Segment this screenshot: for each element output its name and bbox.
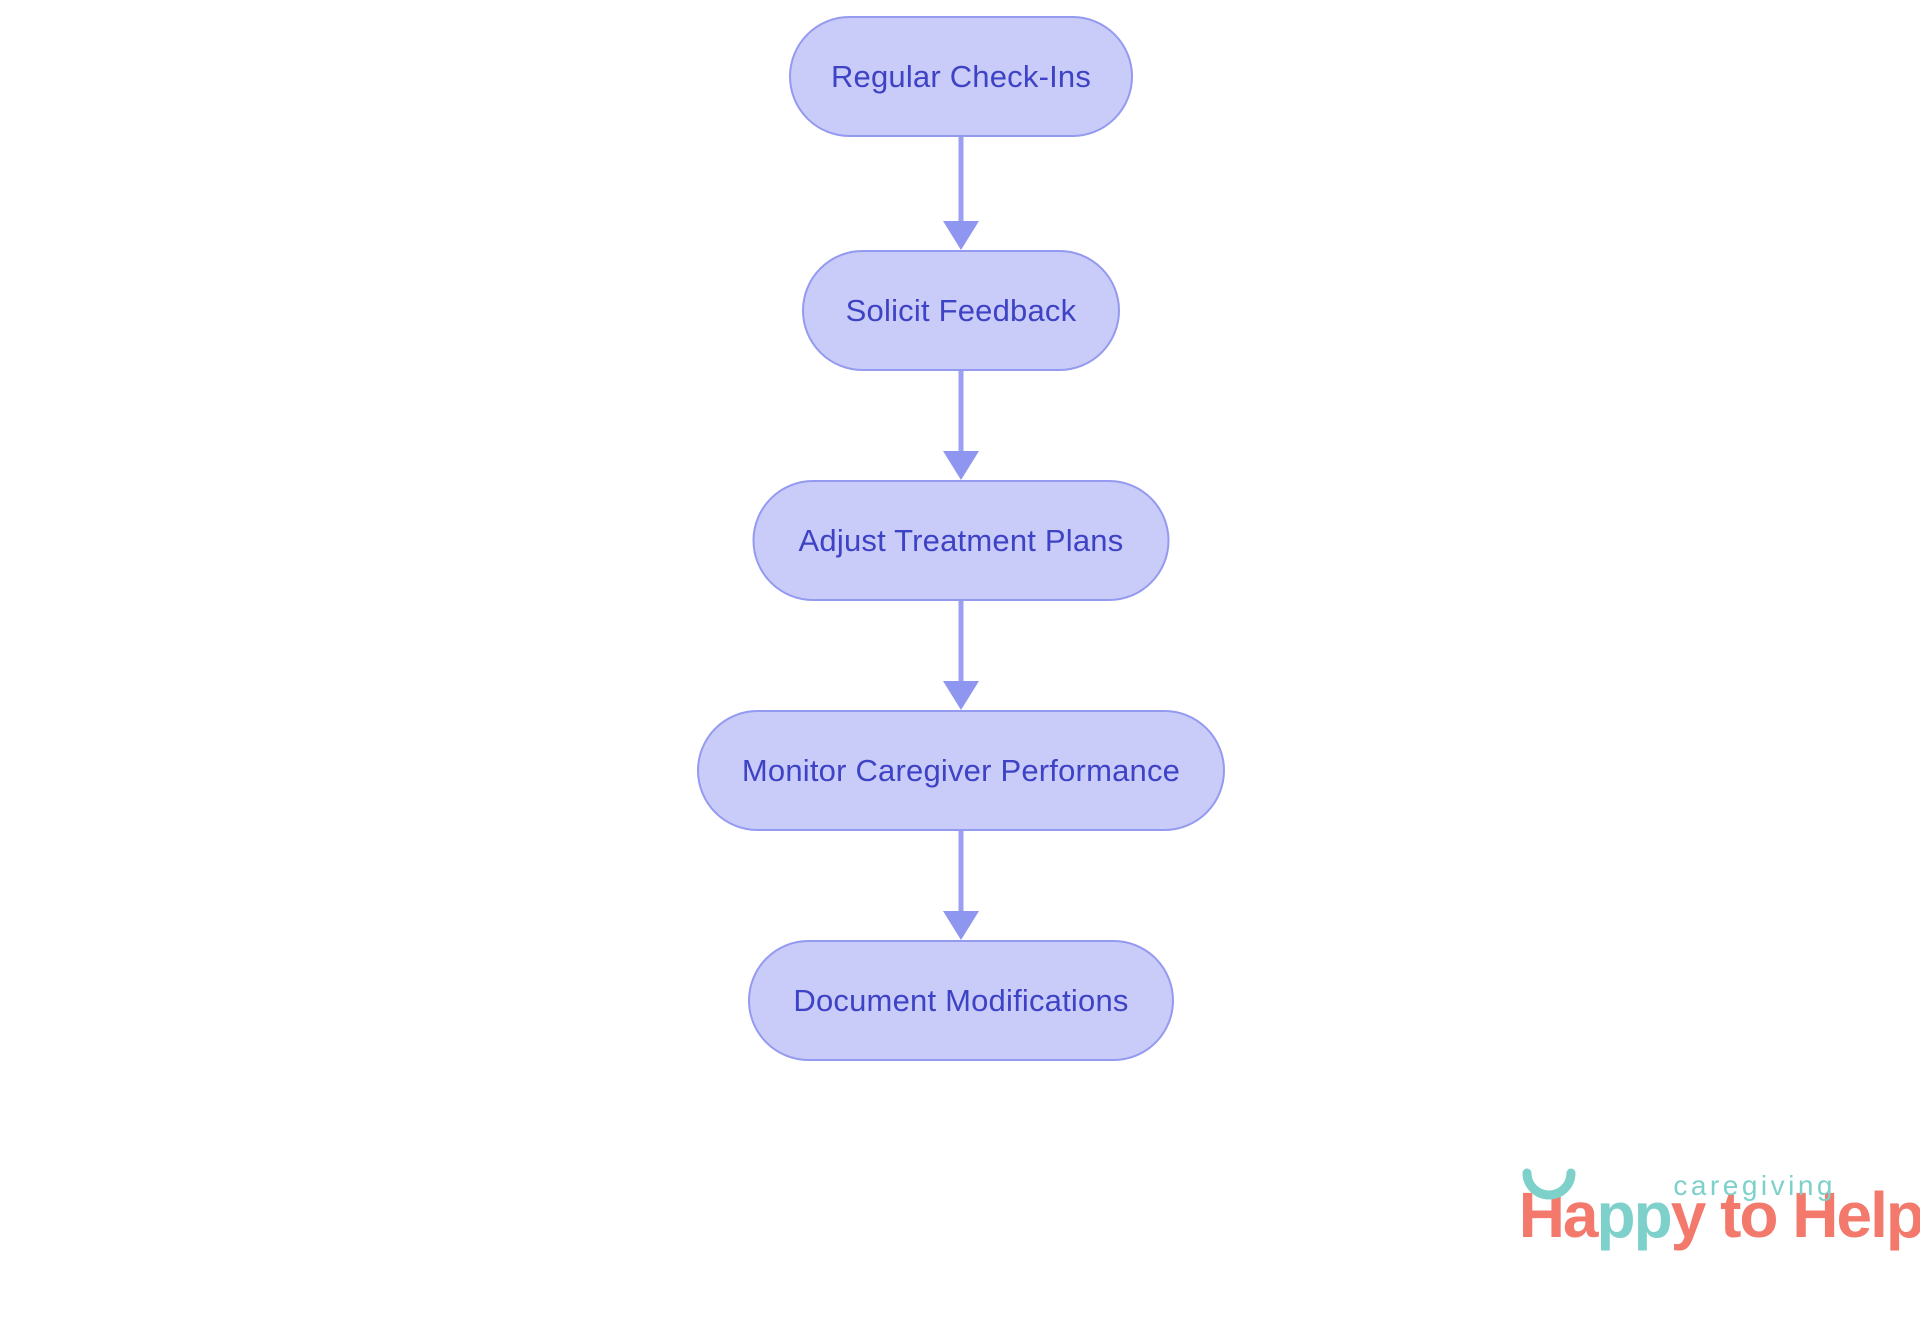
flow-arrow (943, 601, 979, 710)
flow-node-adjust-treatment-plans: Adjust Treatment Plans (752, 480, 1170, 601)
flow-arrow (943, 371, 979, 480)
arrow-shaft (958, 831, 964, 916)
arrow-head-icon (943, 451, 979, 480)
logo-tagline: caregiving (1673, 1170, 1836, 1201)
flow-node-document-modifications: Document Modifications (748, 940, 1174, 1061)
arrow-head-icon (943, 221, 979, 250)
logo-word-part: pp (1596, 1179, 1673, 1251)
flow-arrow (943, 831, 979, 940)
flow-node-monitor-caregiver-performance: Monitor Caregiver Performance (697, 710, 1225, 831)
arrow-head-icon (943, 681, 979, 710)
flow-arrow (943, 137, 979, 250)
smile-icon (1522, 1168, 1576, 1200)
arrow-shaft (958, 601, 964, 686)
brand-logo: Happy to Help caregiving (1424, 1104, 1920, 1251)
flow-node-regular-check-ins: Regular Check-Ins (789, 16, 1133, 137)
arrow-shaft (958, 137, 964, 226)
canvas: Regular Check-Ins Solicit Feedback Adjus… (697, 16, 1920, 1251)
logo-wordmark: Happy to Help (1424, 1104, 1920, 1326)
arrow-head-icon (943, 911, 979, 940)
arrow-shaft (958, 371, 964, 456)
flow-node-solicit-feedback: Solicit Feedback (802, 250, 1120, 371)
